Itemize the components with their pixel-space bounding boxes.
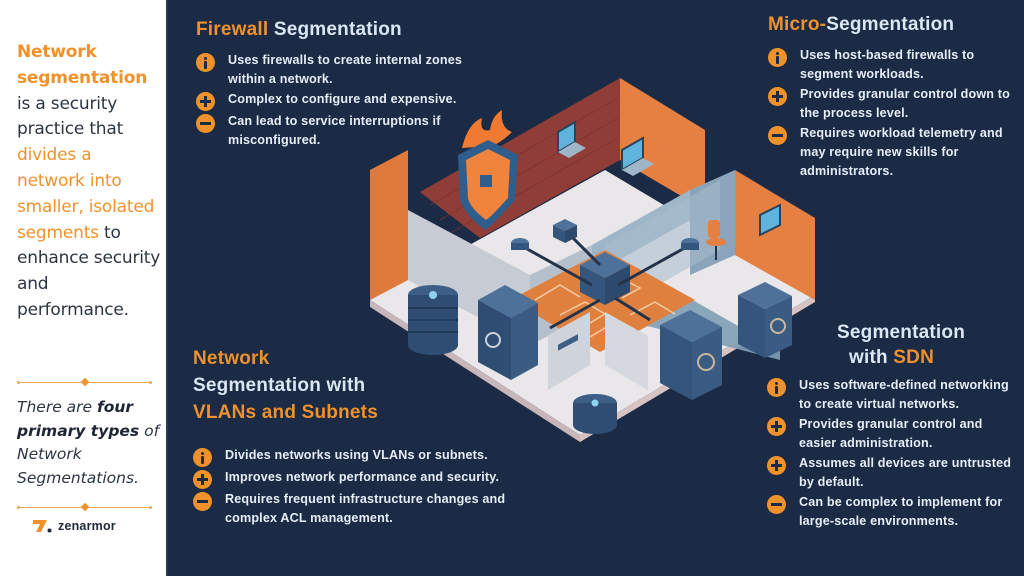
- laptop-icon: [621, 136, 654, 176]
- minus-icon: [193, 492, 212, 511]
- info-icon: [193, 448, 212, 467]
- intro-highlight: divides a network into smaller, isolated…: [17, 145, 155, 243]
- list-item: Assumes all devices are untrusted by def…: [767, 454, 1017, 492]
- info-icon: [767, 378, 786, 397]
- orange-wall-left: [370, 150, 408, 300]
- types-text-2: of Network Segmentations.: [17, 421, 160, 487]
- intro-text-2: to enhance security and performance.: [17, 222, 161, 320]
- network-node-icon: [511, 238, 529, 250]
- feature-list: Divides networks using VLANs or subnets.…: [193, 446, 513, 528]
- network-segmentation-illustration: [370, 78, 815, 442]
- brand-name: zenarmor: [58, 519, 116, 533]
- list-item: Uses firewalls to create internal zones …: [196, 51, 486, 89]
- plus-icon: [193, 470, 212, 489]
- brand-logo: zenarmor: [32, 519, 116, 533]
- laptop-icon: [759, 203, 781, 237]
- safe-icon: [738, 282, 792, 358]
- list-item: Complex to configure and expensive.: [196, 90, 486, 111]
- list-item: Requires frequent infrastructure changes…: [193, 490, 513, 528]
- zenarmor-logo-icon: [33, 520, 52, 533]
- door-icon: [605, 312, 648, 390]
- feature-list: Uses firewalls to create internal zones …: [196, 51, 486, 150]
- minus-icon: [767, 495, 786, 514]
- list-item: Improves network performance and securit…: [193, 468, 513, 489]
- types-text-1: There are: [17, 398, 97, 416]
- list-item: Uses host-based firewalls to segment wor…: [768, 46, 1018, 84]
- network-node-icon: [681, 238, 699, 250]
- section-firewall-segmentation: Firewall Segmentation Uses firewalls to …: [196, 17, 486, 151]
- door-icon: [548, 312, 590, 390]
- list-item: Requires workload telemetry and may requ…: [768, 124, 1018, 181]
- plus-icon: [767, 456, 786, 475]
- list-item: Provides granular control and easier adm…: [767, 415, 1017, 453]
- network-switch-icon: [580, 252, 630, 305]
- intro-sidebar: Network segmentation is a security pract…: [0, 0, 168, 576]
- orange-wall-right: [735, 170, 815, 300]
- feature-list: Uses software-defined networking to crea…: [767, 376, 1017, 531]
- database-server-icon: [573, 394, 617, 434]
- network-node-icon: [553, 219, 577, 243]
- orange-wall-back: [620, 78, 705, 210]
- list-item: Divides networks using VLANs or subnets.: [193, 446, 513, 467]
- section-micro-segmentation: Micro-Segmentation Uses host-based firew…: [768, 12, 1018, 182]
- ornament-divider: [17, 502, 152, 512]
- office-chair-icon: [706, 220, 726, 260]
- list-item: Provides granular control down to the pr…: [768, 85, 1018, 123]
- list-item: Uses software-defined networking to crea…: [767, 376, 1017, 414]
- safe-icon: [660, 310, 722, 400]
- minus-icon: [768, 126, 787, 145]
- intro-text-1: is a security practice that: [17, 93, 124, 140]
- info-icon: [196, 53, 215, 72]
- section-title: Micro-Segmentation: [768, 14, 955, 35]
- laptop-icon: [557, 120, 586, 158]
- ornament-divider: [17, 377, 152, 387]
- minus-icon: [196, 114, 215, 133]
- safe-icon: [478, 285, 538, 380]
- plus-icon: [768, 87, 787, 106]
- firewall-shield-icon: [458, 110, 518, 230]
- types-summary: There are four primary types of Network …: [17, 396, 162, 490]
- plus-icon: [196, 92, 215, 111]
- database-server-icon: [408, 285, 458, 355]
- list-item: Can lead to service interruptions if mis…: [196, 112, 486, 150]
- info-icon: [768, 48, 787, 67]
- plus-icon: [767, 417, 786, 436]
- list-item: Can be complex to implement for large-sc…: [767, 493, 1017, 531]
- intro-term: Network segmentation: [17, 42, 148, 88]
- types-count: four primary types: [17, 398, 140, 440]
- section-title: Firewall Segmentation: [196, 19, 402, 40]
- feature-list: Uses host-based firewalls to segment wor…: [768, 46, 1018, 181]
- intro-paragraph: Network segmentation is a security pract…: [17, 40, 162, 324]
